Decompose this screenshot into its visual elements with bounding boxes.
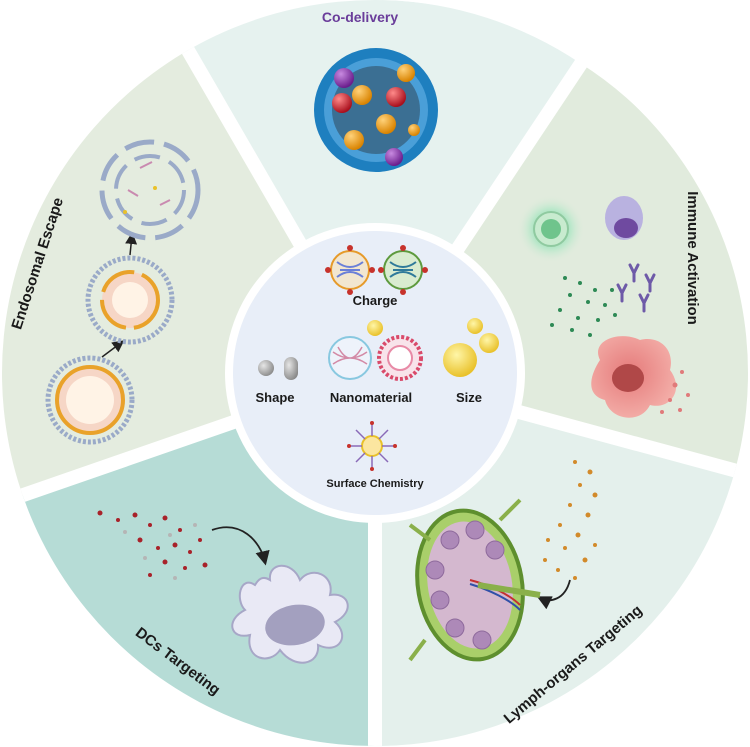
charge-icon (325, 245, 428, 295)
segment-co-delivery-bg (187, 0, 580, 373)
size-icon (367, 318, 499, 377)
immune-activation-illustration (517, 195, 690, 418)
center-label-nanomaterial: Nanomaterial (330, 390, 412, 405)
label-immune-activation: Immune Activation (684, 191, 701, 325)
co-delivery-nanoparticle-illustration (314, 48, 438, 172)
lymph-node-illustration (408, 460, 598, 662)
shape-icon (258, 357, 298, 380)
center-label-size: Size (456, 390, 482, 405)
dendritic-cell-illustration (97, 510, 349, 664)
surface-chemistry-icon (347, 421, 397, 471)
center-label-charge: Charge (353, 293, 398, 308)
center-disc (233, 231, 517, 515)
center-label-shape: Shape (255, 390, 294, 405)
label-co-delivery: Co-delivery (322, 9, 398, 25)
center-label-surface-chemistry: Surface Chemistry (326, 478, 424, 490)
endosomal-escape-illustration (45, 139, 201, 445)
nanomaterial-icon (328, 335, 423, 381)
